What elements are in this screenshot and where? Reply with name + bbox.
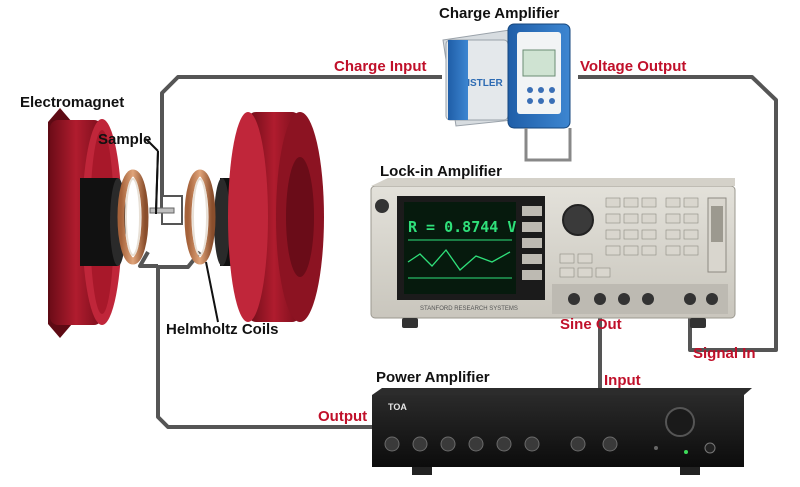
lockin-maker-text: STANFORD RESEARCH SYSTEMS bbox=[420, 306, 518, 312]
wire-voltage-to-signal bbox=[578, 75, 778, 352]
kistler-brand-text: KISTLER bbox=[460, 78, 504, 89]
sample-holder bbox=[149, 195, 183, 225]
sample-pointer-3 bbox=[155, 150, 159, 215]
voltage-output-label: Voltage Output bbox=[580, 58, 687, 75]
wire-output-to-coils bbox=[156, 250, 372, 429]
charge-amplifier-device: KISTLER bbox=[442, 23, 572, 162]
electromagnet-left bbox=[48, 108, 126, 338]
charge-input-label: Charge Input bbox=[334, 58, 427, 75]
helmholtz-coil-right bbox=[184, 169, 216, 265]
power-amplifier-label: Power Amplifier bbox=[376, 369, 490, 386]
helmholtz-coils-label: Helmholtz Coils bbox=[166, 321, 279, 338]
sample-pointer bbox=[145, 138, 159, 152]
toa-brand-text: TOA bbox=[388, 402, 407, 412]
electromagnet-right bbox=[214, 112, 324, 322]
lockin-display-readout: R = 0.8744 V bbox=[408, 218, 516, 236]
input-label: Input bbox=[604, 372, 641, 389]
power-amplifier-device: TOA bbox=[372, 388, 752, 475]
electromagnet-label: Electromagnet bbox=[20, 94, 125, 111]
wire-coil-link bbox=[138, 251, 158, 268]
output-label: Output bbox=[318, 408, 368, 425]
coils-pointer bbox=[205, 261, 219, 323]
sample-label: Sample bbox=[98, 131, 152, 148]
lockin-amplifier-label: Lock-in Amplifier bbox=[380, 163, 502, 180]
charge-amplifier-label: Charge Amplifier bbox=[439, 5, 560, 22]
lockin-amplifier-device: R = 0.8744 V STANFORD RESEARCH SYSTEMS bbox=[370, 178, 736, 328]
sine-out-label: Sine Out bbox=[560, 316, 622, 333]
helmholtz-coil-left bbox=[117, 169, 149, 265]
signal-in-label: Signal In bbox=[693, 345, 756, 362]
wire-charge bbox=[160, 75, 442, 212]
